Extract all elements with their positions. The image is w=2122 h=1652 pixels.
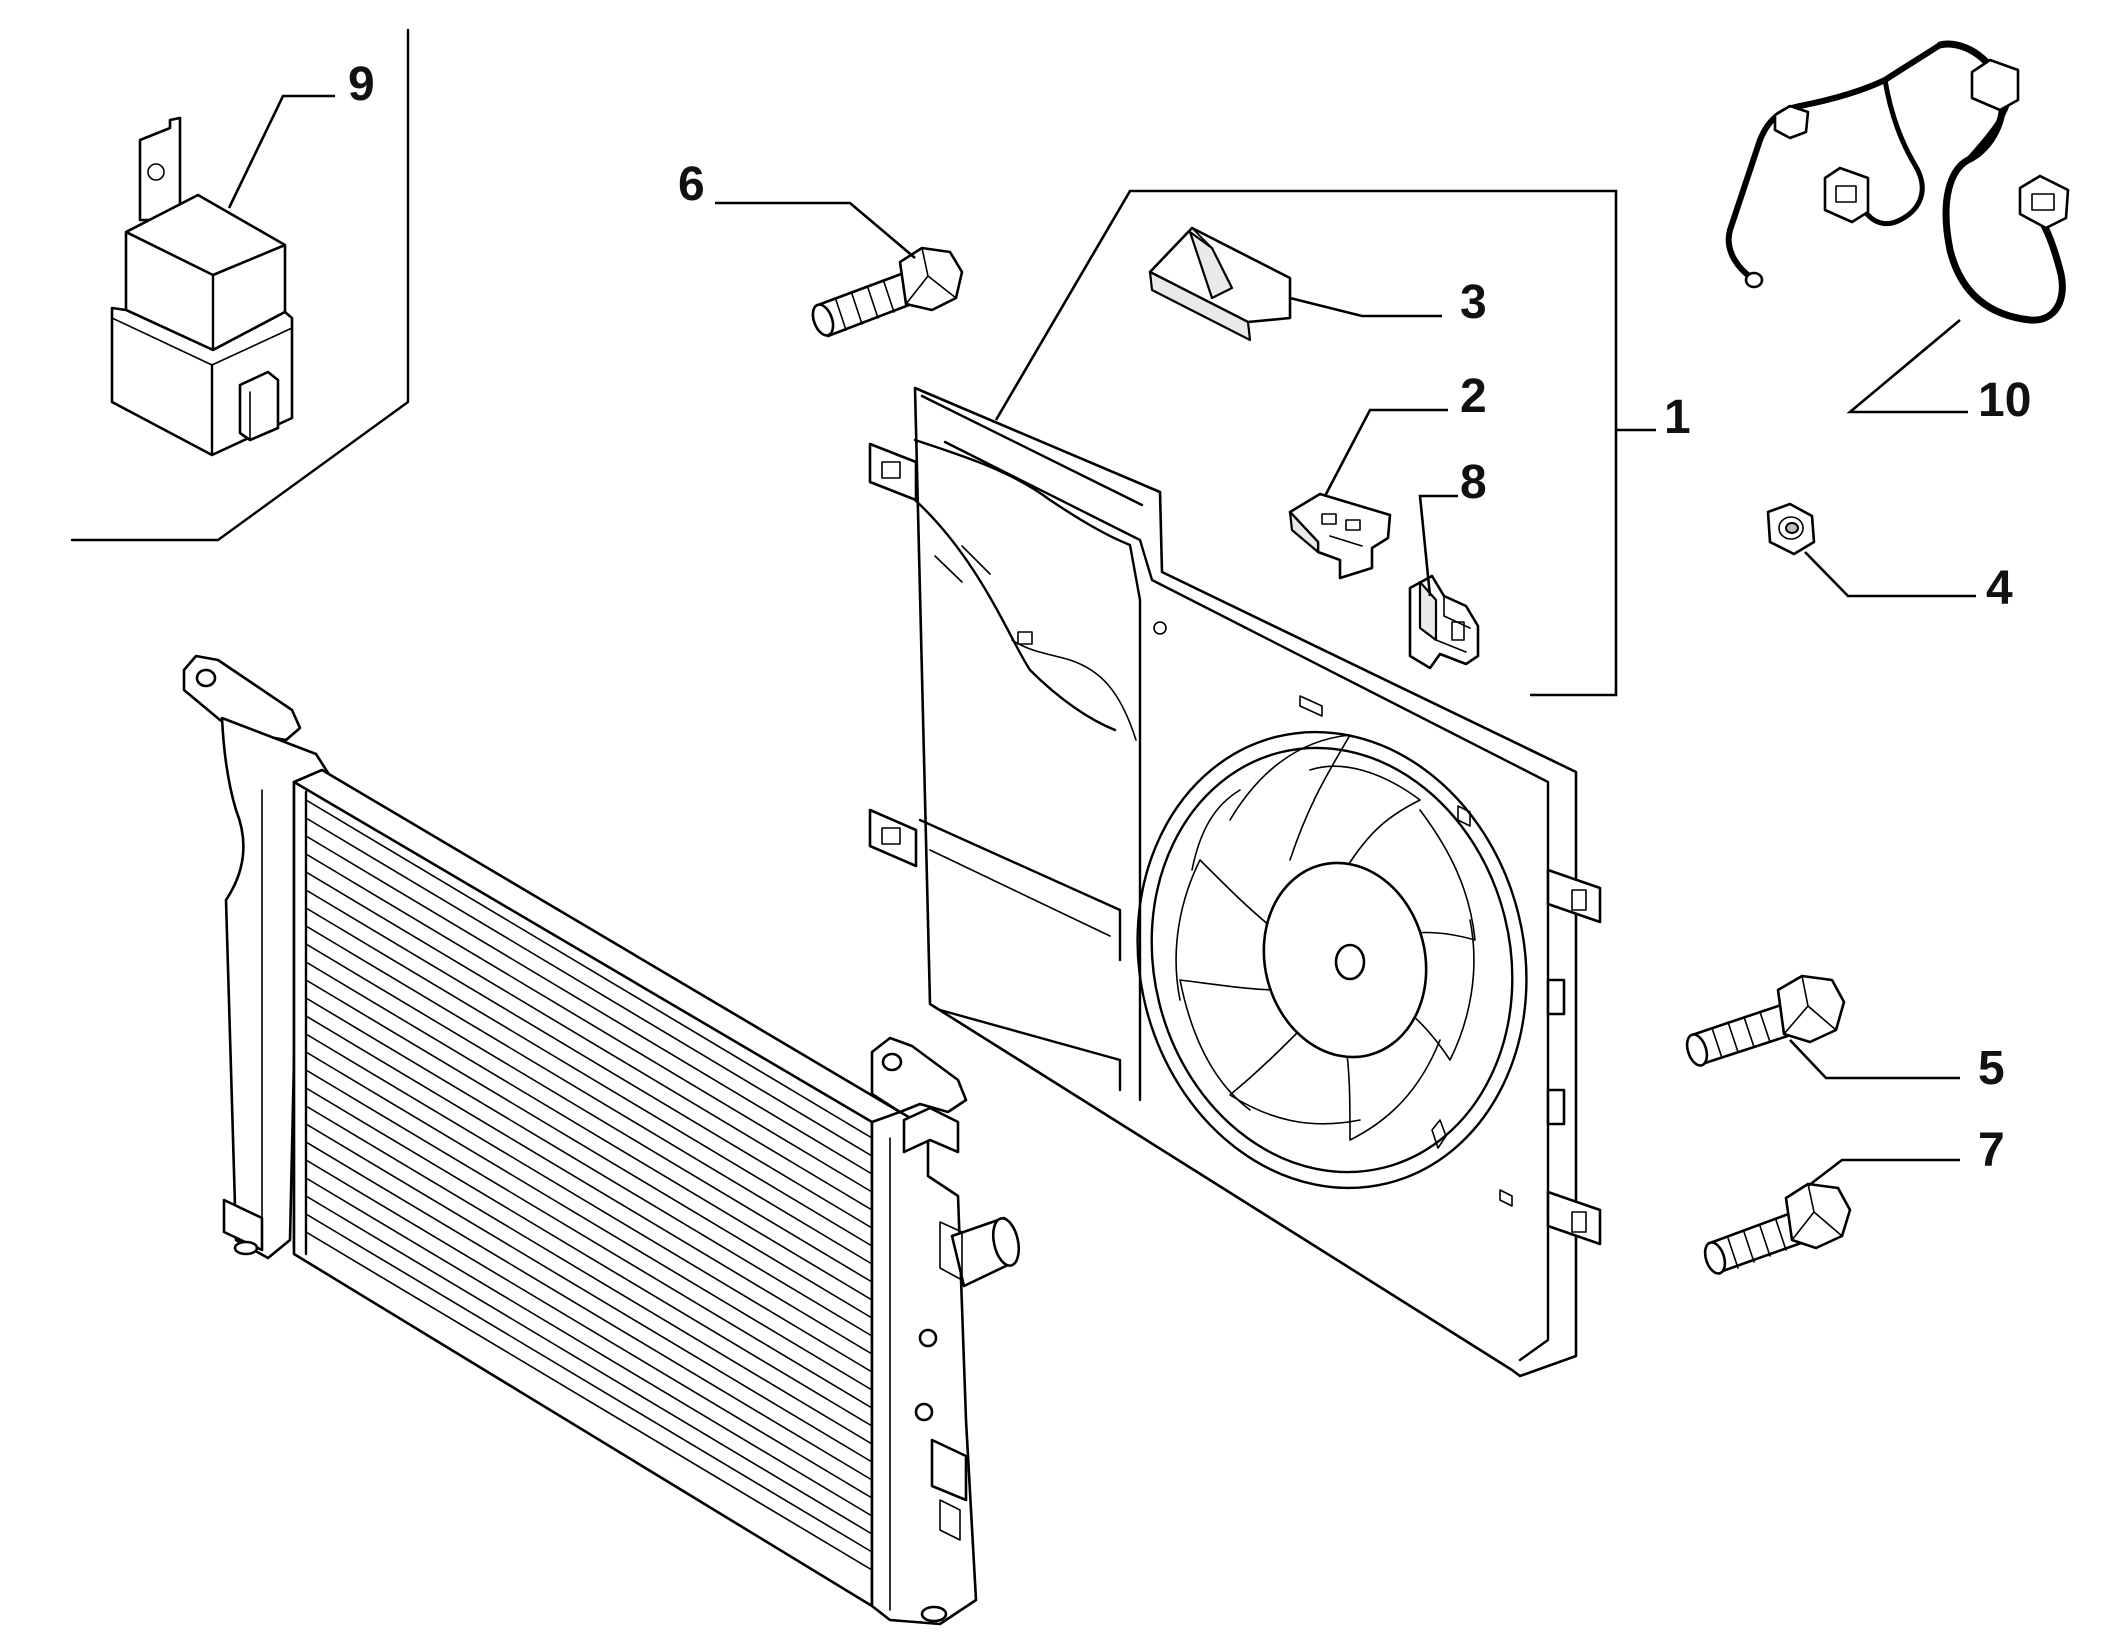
leader-10 <box>1846 319 1968 414</box>
callout-5: 5 <box>1978 1042 2005 1095</box>
inset-frame-line <box>70 28 410 542</box>
leader-5 <box>1789 1039 1960 1080</box>
leader-2 <box>1323 408 1448 497</box>
relay-part[interactable] <box>110 116 294 457</box>
callout-8: 8 <box>1460 456 1487 509</box>
wiring-harness-10[interactable] <box>1725 40 2070 324</box>
bracket-2[interactable] <box>1288 492 1392 580</box>
bolt-7[interactable] <box>1701 1182 1852 1276</box>
seal-pad-3[interactable] <box>1148 226 1292 342</box>
callout-4: 4 <box>1986 562 2013 615</box>
leader-8 <box>1418 494 1458 597</box>
leader-4 <box>1804 551 1976 598</box>
radiator-core-fins <box>305 799 873 1571</box>
callout-1: 1 <box>1664 391 1691 444</box>
clip-8[interactable] <box>1408 574 1480 670</box>
radiator[interactable] <box>182 654 1023 1626</box>
leader-6 <box>715 201 916 259</box>
relay-inset: 9 <box>70 28 410 542</box>
callout-3: 3 <box>1460 276 1487 329</box>
callout-9: 9 <box>348 58 375 111</box>
nut-4[interactable] <box>1766 502 1816 556</box>
callout-2: 2 <box>1460 370 1487 423</box>
bolt-6[interactable] <box>809 246 964 338</box>
callout-10: 10 <box>1978 374 2031 427</box>
fan-shroud[interactable] <box>868 386 1602 1378</box>
group-bracket-1 <box>994 189 1618 697</box>
leader-3 <box>1289 296 1442 318</box>
leader-7 <box>1807 1158 1960 1188</box>
callout-7: 7 <box>1978 1124 2005 1177</box>
leader-9 <box>227 94 335 209</box>
bolt-5[interactable] <box>1683 974 1846 1068</box>
callout-6: 6 <box>678 158 705 211</box>
